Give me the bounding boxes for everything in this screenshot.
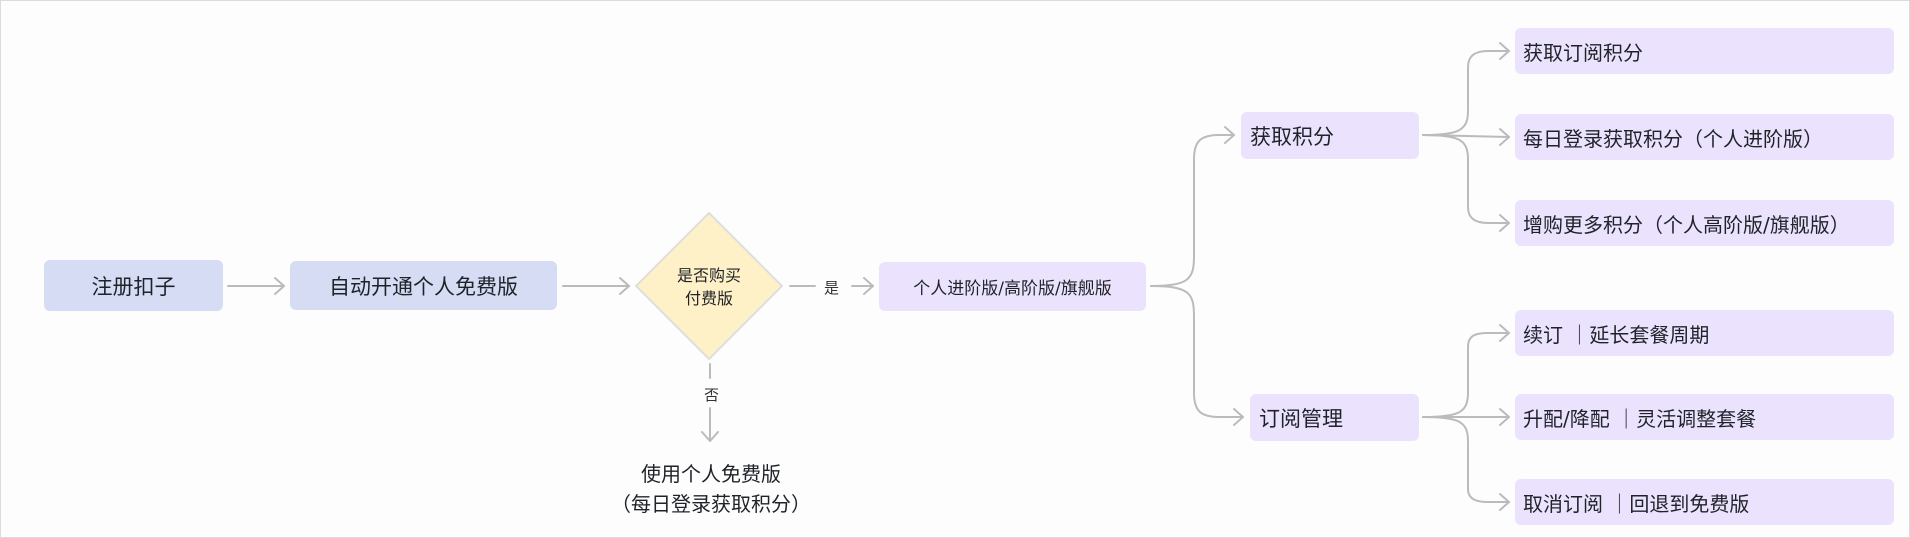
edge-free-to-decision-arrowhead	[619, 277, 630, 295]
decision-label-line2: 付费版	[685, 289, 733, 308]
leaf-daily-login-points[interactable]: 每日登录获取积分（个人进阶版）	[1515, 114, 1894, 160]
decision-label-line1: 是否购买	[677, 266, 741, 285]
leaf-subscription-points[interactable]: 获取订阅积分	[1515, 28, 1894, 74]
edge-decision-yes-arrowhead	[863, 277, 874, 295]
edge-plans-to-earn-arrowhead	[1224, 126, 1235, 144]
edge-plans-to-earn	[1150, 134, 1235, 287]
edge-plans-to-mgmt	[1150, 285, 1244, 418]
edge-earn-to-leaf1	[1422, 50, 1510, 136]
edge-earn-to-leaf1-arrowhead	[1499, 42, 1510, 60]
edge-label-no: 否	[701, 384, 723, 405]
edge-earn-to-leaf3	[1422, 134, 1510, 224]
node-register[interactable]: 注册扣子	[44, 260, 223, 311]
node-earn-points[interactable]: 获取积分	[1241, 112, 1419, 159]
leaf-buy-more-points[interactable]: 增购更多积分（个人高阶版/旗舰版）	[1515, 200, 1894, 246]
decision-diamond	[635, 212, 783, 360]
edge-decision-no-arrowhead	[701, 431, 719, 442]
edge-mgmt-to-leaf3-arrowhead	[1499, 493, 1510, 511]
edge-earn-to-leaf2-arrowhead	[1499, 128, 1510, 146]
leaf-upgrade-downgrade[interactable]: 升配/降配 ｜灵活调整套餐	[1515, 394, 1894, 440]
edge-mgmt-to-leaf1-arrowhead	[1499, 324, 1510, 342]
node-auto-free[interactable]: 自动开通个人免费版	[290, 261, 557, 310]
leaf-cancel-subscription[interactable]: 取消订阅 ｜回退到免费版	[1515, 479, 1894, 525]
edge-earn-to-leaf3-arrowhead	[1499, 214, 1510, 232]
edge-mgmt-to-leaf1	[1422, 332, 1510, 418]
free-result-line2: （每日登录获取积分）	[611, 492, 811, 516]
free-version-result[interactable]: 使用个人免费版 （每日登录获取积分）	[591, 459, 831, 519]
node-subscription-management[interactable]: 订阅管理	[1250, 394, 1419, 441]
edge-mgmt-to-leaf3	[1422, 416, 1510, 503]
edge-label-yes: 是	[821, 277, 843, 298]
edge-register-to-free-arrowhead	[274, 277, 285, 295]
leaf-renew[interactable]: 续订 ｜延长套餐周期	[1515, 310, 1894, 356]
decision-node[interactable]: 是否购买 付费版	[635, 212, 783, 360]
edge-mgmt-to-leaf2-arrowhead	[1499, 408, 1510, 426]
edge-plans-to-mgmt-arrowhead	[1233, 408, 1244, 426]
node-paid-plans[interactable]: 个人进阶版/高阶版/旗舰版	[879, 262, 1146, 311]
free-result-line1: 使用个人免费版	[641, 462, 781, 486]
